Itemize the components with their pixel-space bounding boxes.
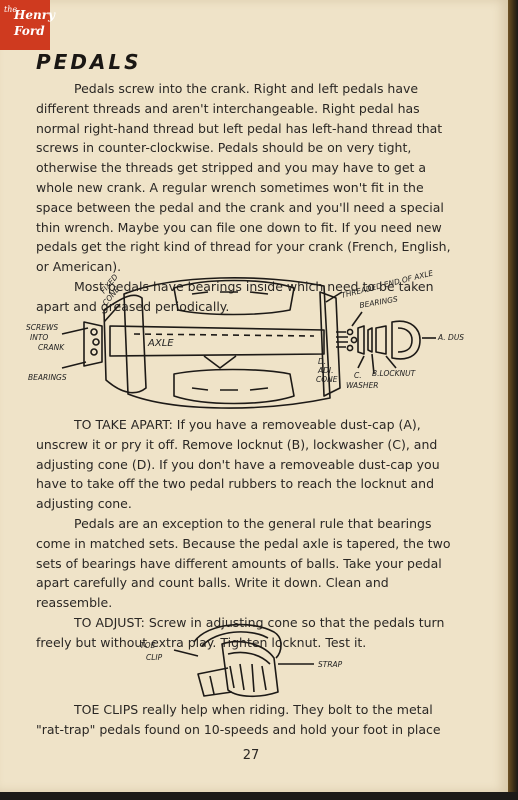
section-heading: PEDALS xyxy=(36,50,142,74)
label-cone-2: ADJ. xyxy=(317,366,334,375)
label-screws-1: SCREWS xyxy=(26,323,58,332)
pedal-exploded-diagram: FIXED CONE SCREWS INTO CRANK BEARINGS AX… xyxy=(26,270,464,409)
paragraph-take-apart: TO TAKE APART: If you have a removeable … xyxy=(36,417,440,512)
label-locknut: B.LOCKNUT xyxy=(372,369,417,378)
label-washer-1: C. xyxy=(354,371,362,380)
label-bearings-right: BEARINGS xyxy=(359,294,399,310)
logo-henry: Henry xyxy=(14,8,55,22)
text-block-instructions: TO TAKE APART: If you have a removeable … xyxy=(36,415,456,653)
logo-the: the xyxy=(4,5,18,14)
paragraph-exception: Pedals are an exception to the general r… xyxy=(36,515,451,611)
logo-ford: Ford xyxy=(14,24,45,38)
text-block-toe-clips: TOE CLIPS really help when riding. They … xyxy=(36,700,456,740)
label-dustcap: A. DUSTCAP xyxy=(437,333,464,342)
label-screws-3: CRANK xyxy=(38,343,65,352)
page-number: 27 xyxy=(242,748,260,763)
paragraph-adjust: TO ADJUST: Screw in adjusting cone so th… xyxy=(36,614,445,650)
paragraph-pedals-intro: Pedals screw into the crank. Right and l… xyxy=(36,81,451,275)
label-strap: STRAP xyxy=(318,660,343,669)
label-clip: CLIP xyxy=(146,653,163,662)
label-cone-3: CONE xyxy=(316,375,338,384)
henry-ford-logo: the Henry Ford xyxy=(0,0,55,50)
label-screws-2: INTO xyxy=(30,333,48,342)
label-cone-1: D. xyxy=(318,357,326,366)
book-page-edge xyxy=(508,0,518,800)
scan-background xyxy=(0,792,518,800)
label-axle: AXLE xyxy=(147,338,174,349)
label-washer-2: WASHER xyxy=(346,381,379,390)
toe-clip-illustration: TOE CLIP STRAP xyxy=(140,623,343,698)
label-toe: TOE xyxy=(140,641,155,650)
label-bearings-left: BEARINGS xyxy=(28,373,67,382)
paragraph-toe-clips: TOE CLIPS really help when riding. They … xyxy=(36,702,441,737)
book-page: the Henry Ford PEDALS Pedals screw into … xyxy=(0,0,508,792)
